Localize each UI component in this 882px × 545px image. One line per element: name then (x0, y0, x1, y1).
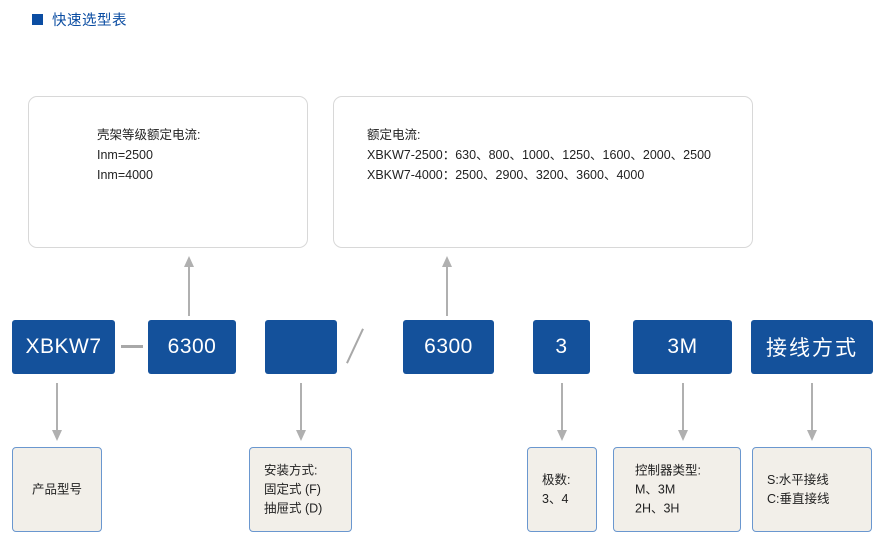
arrow-down-install-type (294, 383, 308, 441)
arrow-shaft (682, 383, 684, 432)
code-box-model-label: XBKW7 (25, 335, 102, 358)
code-box-poles[interactable]: 3 (533, 320, 590, 374)
code-box-poles-label: 3 (555, 335, 568, 358)
page-title: 快速选型表 (52, 13, 127, 29)
code-box-install-type[interactable] (265, 320, 337, 374)
arrow-down-controller-type (676, 383, 690, 441)
code-box-rated-current-label: 6300 (424, 335, 473, 358)
arrow-down-model (50, 383, 64, 441)
separator-slash-icon (346, 328, 364, 364)
arrow-shaft (811, 383, 813, 432)
detail-card-wiring-method: S:水平接线 C:垂直接线 (752, 447, 872, 532)
arrow-head-icon (296, 430, 306, 441)
code-box-wiring-method[interactable]: 接线方式 (751, 320, 873, 374)
arrow-head-icon (184, 256, 194, 267)
arrow-down-poles (555, 383, 569, 441)
arrow-head-icon (52, 430, 62, 441)
arrow-shaft (188, 265, 190, 316)
detail-card-install-type-text: 安装方式: 固定式 (F) 抽屉式 (D) (264, 463, 323, 515)
info-card-rated-current: 额定电流: XBKW7-2500：630、800、1000、1250、1600、… (333, 96, 753, 248)
arrow-down-wiring-method (805, 383, 819, 441)
arrow-up-rated-current (440, 256, 454, 316)
arrow-shaft (56, 383, 58, 432)
arrow-shaft (446, 265, 448, 316)
arrow-shaft (300, 383, 302, 432)
info-card-frame-current: 壳架等级额定电流: Inm=2500 Inm=4000 (28, 96, 308, 248)
detail-card-model-text: 产品型号 (31, 482, 82, 496)
detail-card-install-type: 安装方式: 固定式 (F) 抽屉式 (D) (249, 447, 352, 532)
square-bullet-icon (32, 14, 43, 25)
arrow-head-icon (678, 430, 688, 441)
detail-card-poles: 极数: 3、4 (527, 447, 597, 532)
code-box-model[interactable]: XBKW7 (12, 320, 115, 374)
code-box-wiring-method-label: 接线方式 (766, 337, 858, 360)
code-box-frame-current[interactable]: 6300 (148, 320, 236, 374)
detail-card-controller-type-text: 控制器类型: M、3M 2H、3H (635, 463, 701, 515)
detail-card-controller-type: 控制器类型: M、3M 2H、3H (613, 447, 741, 532)
detail-card-wiring-method-text: S:水平接线 C:垂直接线 (767, 472, 830, 506)
arrow-up-frame-current (182, 256, 196, 316)
code-box-controller-type-label: 3M (667, 335, 698, 358)
page-header: 快速选型表 (32, 9, 127, 30)
separator-dash-icon (121, 345, 143, 348)
code-box-frame-current-label: 6300 (167, 335, 217, 358)
arrow-head-icon (807, 430, 817, 441)
info-card-rated-current-text: 额定电流: XBKW7-2500：630、800、1000、1250、1600、… (367, 128, 711, 182)
detail-card-poles-text: 极数: 3、4 (542, 472, 571, 506)
info-card-frame-current-text: 壳架等级额定电流: Inm=2500 Inm=4000 (97, 128, 201, 182)
detail-card-model: 产品型号 (12, 447, 102, 532)
code-box-rated-current[interactable]: 6300 (403, 320, 494, 374)
code-box-controller-type[interactable]: 3M (633, 320, 732, 374)
arrow-shaft (561, 383, 563, 432)
arrow-head-icon (557, 430, 567, 441)
arrow-head-icon (442, 256, 452, 267)
